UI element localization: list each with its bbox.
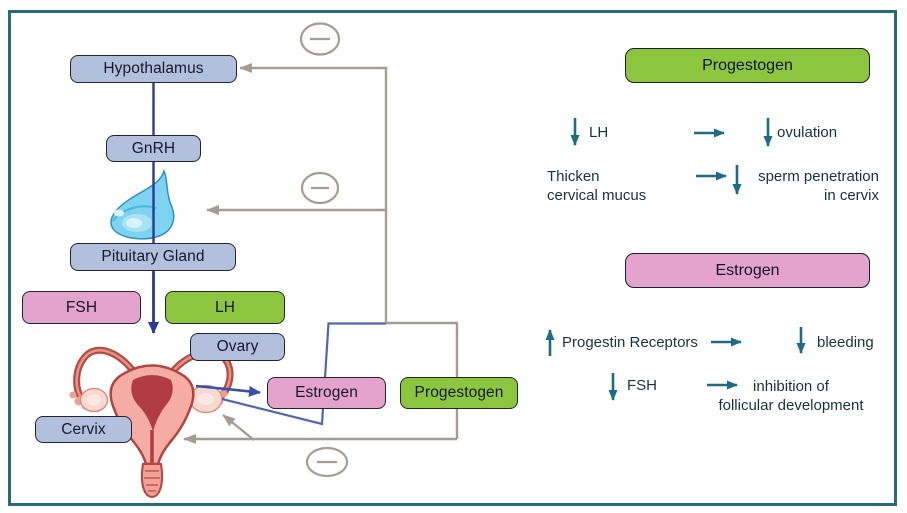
node-pituitary-gland: Pituitary Gland xyxy=(70,243,236,271)
progestogen-effect-ovulation: ovulation xyxy=(777,124,838,141)
progestogen-effect-lh: LH xyxy=(589,124,609,141)
node-estrogen: Estrogen xyxy=(267,377,386,409)
panel-arrows xyxy=(545,118,806,401)
negative-feedback-icon xyxy=(299,22,349,478)
progestogen-panel-title: Progestogen xyxy=(625,48,870,83)
estrogen-effect-inhibition-line2: follicular development xyxy=(718,397,864,414)
estrogen-effect-bleeding: bleeding xyxy=(817,334,874,351)
node-progestogen: Progestogen xyxy=(400,377,518,409)
node-lh: LH xyxy=(165,291,285,324)
ovary-hormone-lines xyxy=(195,322,386,426)
node-fsh: FSH xyxy=(22,291,141,324)
progestogen-effect-sperm-line1: sperm penetration xyxy=(758,168,879,185)
estrogen-effect-inhibition-line1: inhibition of xyxy=(753,378,829,395)
node-hypothalamus: Hypothalamus xyxy=(70,55,237,83)
progestogen-effect-mucus-line2: cervical mucus xyxy=(547,187,647,204)
node-cervix: Cervix xyxy=(35,416,132,443)
pituitary-gland-icon xyxy=(110,168,175,240)
negative-feedback-lines xyxy=(183,63,459,444)
progestogen-effect-sperm-line2: in cervix xyxy=(823,187,879,204)
progestogen-effect-mucus-line1: Thicken xyxy=(547,168,600,185)
estrogen-effect-fsh: FSH xyxy=(627,377,657,394)
estrogen-panel-title: Estrogen xyxy=(625,253,870,288)
estrogen-effect-progestin-receptors: Progestin Receptors xyxy=(562,334,698,351)
node-ovary: Ovary xyxy=(190,333,285,361)
node-gnrh: GnRH xyxy=(106,135,201,162)
